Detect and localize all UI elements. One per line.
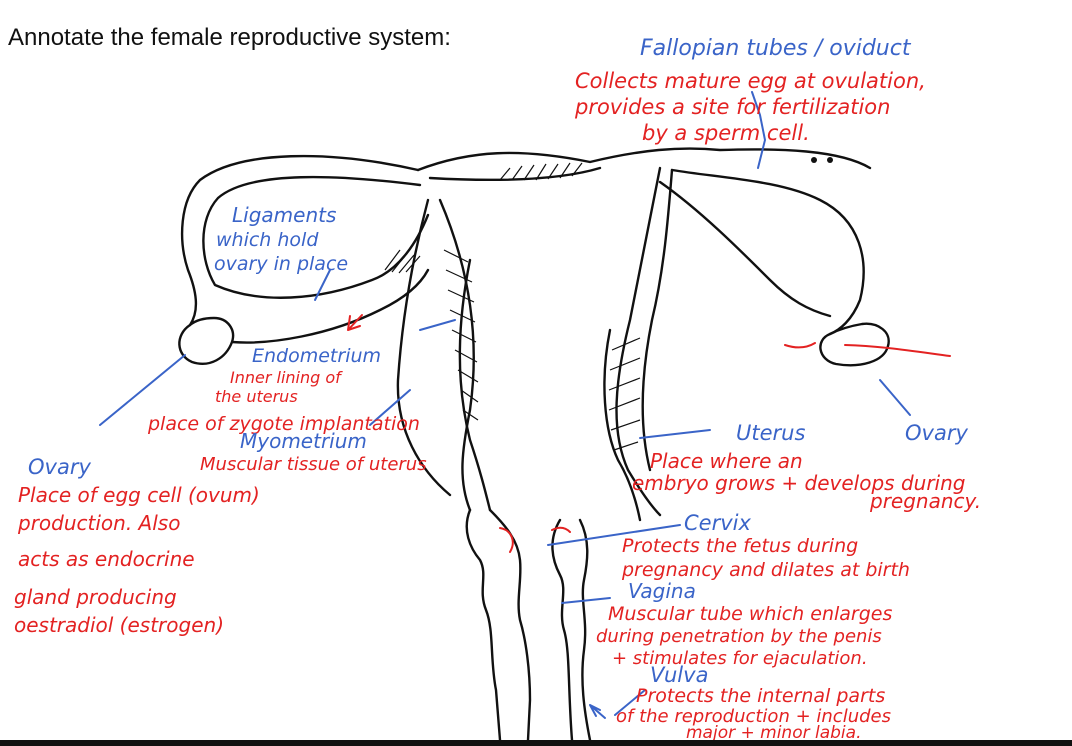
endometrium-label: Endometrium: [252, 345, 381, 367]
endometrium-pointer: [419, 319, 456, 331]
ligaments-label-2: which hold: [216, 229, 319, 251]
ovary-left-desc-4: gland producing: [14, 585, 177, 609]
ligaments-pointer: [314, 269, 331, 301]
ovary-right-pointer: [879, 379, 911, 416]
myometrium-label: Myometrium: [240, 429, 367, 453]
instruction-text: Annotate the female reproductive system:: [8, 24, 451, 51]
fallopian-desc-3: by a sperm cell.: [642, 121, 810, 145]
vulva-desc-2: of the reproduction + includes: [616, 706, 891, 727]
myometrium-pointer: [369, 389, 411, 426]
vagina-desc-3: + stimulates for ejaculation.: [612, 648, 868, 669]
bottom-border: [0, 740, 1072, 746]
uterus-pointer: [639, 429, 711, 439]
uterus-desc-1: Place where an: [650, 449, 803, 473]
endometrium-desc-3: place of zygote implantation: [147, 413, 420, 435]
myometrium-desc: Muscular tissue of uterus: [200, 454, 427, 475]
ligaments-label-1: Ligaments: [232, 203, 336, 227]
ligaments-label-3: ovary in place: [214, 253, 348, 275]
fallopian-desc-1: Collects mature egg at ovulation,: [575, 69, 926, 93]
vulva-label: Vulva: [650, 663, 708, 687]
fallopian-desc-2: provides a site for fertilization: [574, 95, 890, 119]
annotations: Fallopian tubes / oviduct Collects matur…: [14, 36, 981, 743]
vagina-label: Vagina: [628, 579, 696, 603]
fallopian-label: Fallopian tubes / oviduct: [640, 36, 912, 61]
ovary-left-pointer: [99, 354, 186, 426]
fundus-hatching: [499, 162, 583, 181]
endometrium-desc-2: the uterus: [215, 387, 298, 406]
vulva-desc-1: Protects the internal parts: [636, 685, 885, 707]
cervix-red-marks: [499, 526, 571, 553]
pointer-lines: [99, 91, 951, 719]
ovary-right-label: Ovary: [905, 421, 968, 445]
vagina-pointer: [561, 597, 611, 604]
cervix-desc-2: pregnancy and dilates at birth: [621, 559, 910, 581]
ovary-left-desc-2: production. Also: [17, 511, 180, 535]
cervix-pointer: [547, 524, 681, 546]
cervix-desc-1: Protects the fetus during: [622, 535, 858, 557]
uterus-label: Uterus: [736, 421, 805, 445]
ovary-left-desc-5: oestradiol (estrogen): [14, 613, 224, 637]
ovary-left-desc-3: acts as endocrine: [18, 547, 195, 571]
vagina-desc-2: during penetration by the penis: [596, 626, 882, 647]
cervix-label: Cervix: [684, 511, 751, 535]
right-myometrium-hatching: [608, 337, 641, 451]
ovary-left-desc-1: Place of egg cell (ovum): [18, 483, 260, 507]
ovary-left-label: Ovary: [28, 455, 91, 479]
vagina-desc-1: Muscular tube which enlarges: [608, 603, 892, 625]
ovary-ligament-hatching: [384, 249, 421, 274]
uterus-desc-2: embryo grows + develops during: [632, 471, 965, 495]
left-myometrium-hatching: [443, 249, 479, 421]
organ-drawing: [178, 147, 890, 742]
vulva-pointer: [614, 689, 646, 716]
uterus-desc-3: pregnancy.: [869, 489, 981, 513]
vulva-desc-3: major + minor labia.: [686, 723, 861, 743]
ovary-right-red-mark: [784, 342, 951, 357]
fallopian-pointer: [751, 91, 767, 169]
endometrium-arrow: [347, 314, 363, 331]
vulva-arrow: [589, 704, 606, 719]
endometrium-desc-1: Inner lining of: [230, 368, 343, 387]
